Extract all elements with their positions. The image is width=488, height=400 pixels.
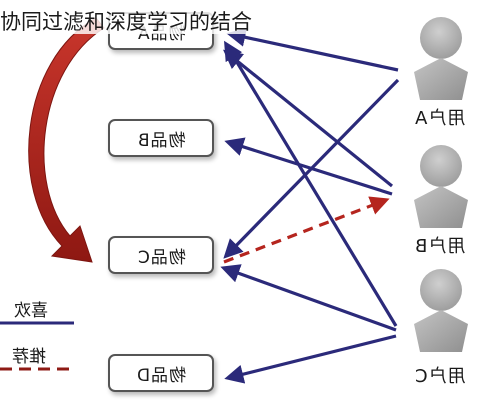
transfer-curve-arrow	[28, 17, 105, 263]
edge-userC-itemC	[220, 264, 397, 332]
item-box-C: 物品C	[108, 236, 214, 274]
item-label-D: 物品D	[135, 365, 187, 386]
user-avatar-C-icon	[414, 269, 468, 352]
item-box-D: 物品D	[108, 354, 214, 392]
item-box-B: 物品B	[108, 119, 214, 157]
user-label-B: 用户B	[414, 236, 466, 257]
legend-recommend-label: 推荐	[12, 347, 46, 367]
user-avatar-B-icon	[414, 145, 468, 228]
edge-userB-itemA	[223, 49, 394, 188]
title-backdrop	[0, 4, 312, 34]
edge-userA-itemA	[226, 27, 399, 72]
edge-userC-itemD	[224, 334, 397, 384]
edge-userC-itemA	[224, 40, 398, 327]
user-label-C: 用户C	[414, 366, 466, 387]
page-title: 协同过滤和深度学习的结合	[0, 10, 252, 34]
item-label-B: 物品B	[136, 130, 186, 151]
user-avatar-A-icon	[414, 17, 468, 100]
legend-like-label: 喜欢	[14, 301, 48, 321]
edge-recommend-userB-itemC	[223, 196, 390, 264]
user-label-A: 用户A	[414, 108, 466, 129]
edge-userB-itemB	[224, 137, 393, 196]
item-label-C: 物品C	[136, 247, 186, 268]
